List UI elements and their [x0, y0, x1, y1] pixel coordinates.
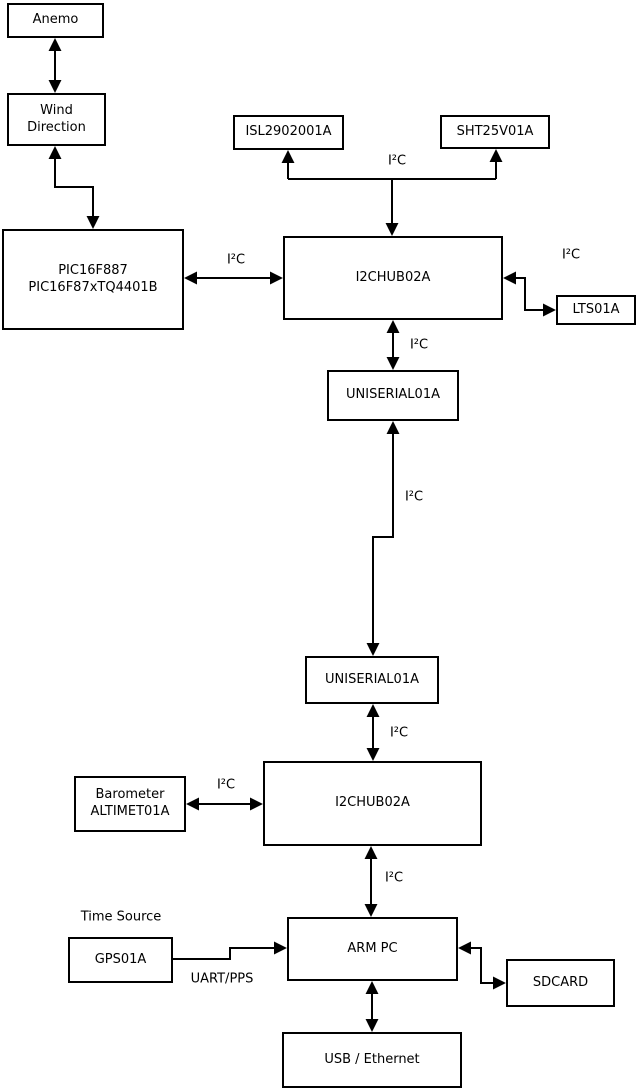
box-lts: LTS01A	[556, 295, 636, 325]
connector-armpc-sdcard	[458, 941, 506, 990]
connector-winddirection-pic	[48, 146, 100, 229]
box-i2chub-bottom: I2CHUB02A	[263, 761, 482, 846]
label-i2c-sensor-branch: I²C	[387, 153, 407, 169]
label-i2c-hub-lts: I²C	[561, 247, 581, 263]
box-lts-label: LTS01A	[572, 301, 620, 317]
label-uart-pps: UART/PPS	[190, 971, 254, 987]
box-uniserial-bottom-label: UNISERIAL01A	[325, 671, 419, 687]
connector-uniserial-uniserial	[366, 421, 400, 656]
box-uniserial-top: UNISERIAL01A	[327, 370, 459, 421]
label-i2c-uniserial-hub2: I²C	[389, 725, 409, 741]
box-wind-direction-line1: Wind	[40, 102, 73, 118]
box-sht: SHT25V01A	[440, 115, 550, 149]
box-barometer-line1: Barometer	[95, 787, 165, 803]
label-i2c-pic-hub: I²C	[226, 252, 246, 268]
box-usb-ethernet: USB / Ethernet	[282, 1032, 462, 1088]
box-wind-direction-line2: Direction	[27, 119, 86, 135]
connector-gps-armpc	[173, 941, 287, 960]
box-barometer-line2: ALTIMET01A	[90, 804, 170, 819]
label-i2c-hub2-armpc: I²C	[384, 870, 404, 886]
box-anemo-label: Anemo	[32, 12, 79, 28]
label-i2c-barometer-hub2: I²C	[216, 777, 236, 793]
box-anemo: Anemo	[7, 3, 104, 38]
box-sht-label: SHT25V01A	[456, 123, 534, 139]
box-sdcard: SDCARD	[506, 959, 615, 1007]
box-arm-pc: ARM PC	[287, 917, 458, 981]
box-usb-ethernet-label: USB / Ethernet	[324, 1051, 420, 1067]
label-i2c-hub-uniserial: I²C	[409, 337, 429, 353]
box-i2chub-top-label: I2CHUB02A	[355, 269, 431, 285]
box-barometer: Barometer ALTIMET01A	[74, 776, 186, 832]
box-uniserial-top-label: UNISERIAL01A	[346, 387, 440, 403]
box-isl-label: ISL2902001A	[245, 124, 332, 140]
box-pic-line1: PIC16F887	[58, 262, 128, 278]
box-arm-pc-label: ARM PC	[347, 940, 398, 956]
box-i2chub-top: I2CHUB02A	[283, 236, 503, 320]
box-i2chub-bottom-label: I2CHUB02A	[335, 795, 410, 811]
box-uniserial-bottom: UNISERIAL01A	[305, 656, 439, 704]
box-pic: PIC16F887 PIC16F87xTQ4401B	[2, 229, 184, 330]
box-sdcard-label: SDCARD	[532, 974, 589, 990]
box-wind-direction: Wind Direction	[7, 93, 106, 146]
box-gps: GPS01A	[68, 937, 173, 983]
connector-i2chub-lts	[503, 271, 556, 317]
box-gps-label: GPS01A	[94, 951, 147, 967]
box-pic-line2: PIC16F87xTQ4401B	[28, 279, 158, 295]
label-i2c-uniserial-uniserial: I²C	[404, 489, 424, 505]
box-isl: ISL2902001A	[233, 115, 344, 150]
label-time-source: Time Source	[80, 909, 162, 925]
